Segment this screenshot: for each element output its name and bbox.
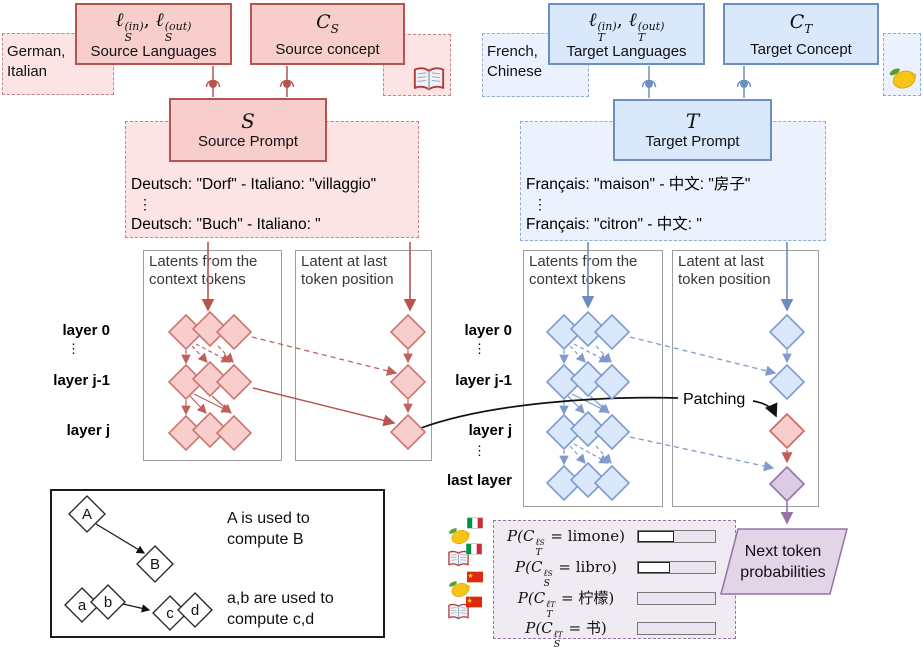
legend-caption-2: a,b are used to compute c,d [227,590,334,628]
source-concept-symbol: CS [316,11,339,36]
source-er-connectors [205,66,295,97]
source-layer-j-label: layer j [66,422,110,439]
legend-letter-c: c [166,605,174,622]
target-prompt-symbol: T [685,109,700,133]
legend-letter-b: b [104,594,112,611]
source-languages-label: Source Languages [90,43,217,60]
lemon-icon [888,66,918,90]
source-layer-dots: ⋮ [67,341,80,356]
legend-letter-d: d [191,602,199,619]
source-languages-note-line1: German, [7,43,66,60]
source-languages-note-line2: Italian [7,63,48,80]
target-languages-label: Target Languages [566,43,687,60]
target-languages-formula: ℓ(in)T, ℓ(out)T [588,9,665,44]
legend-diamond-A [68,495,106,533]
target-prompt-text: Français: "maison" - 中文: "房子" ⋮ Français… [526,174,750,235]
prob-bar-2 [637,561,716,574]
target-prompt-label: Target Prompt [645,133,740,150]
legend-caption-1: A is used to compute B [227,510,310,548]
source-concept-box: CS Source concept [250,3,405,65]
italy-flag-icon [467,517,483,529]
target-er-connectors [641,66,752,98]
target-prompt-box: T Target Prompt [613,99,772,161]
target-lastlayer-label: last layer [446,472,512,489]
target-lasttoken-header: Latent at last token position [678,253,771,288]
prob-bar-2-fill [638,562,670,573]
china-flag-icon [466,596,482,608]
legend-letter-a: a [78,597,87,614]
target-example-dots: ⋮ [533,196,547,212]
patching-label: Patching [683,391,746,408]
source-lasttoken-header: Latent at last token position [301,253,394,288]
source-concept-label: Source concept [275,40,380,58]
target-languages-note-line1: French, [487,43,538,60]
source-example-2: Deutsch: "Buch" - Italiano: " [131,216,321,233]
italy-flag-icon [466,543,482,555]
target-concept-symbol: CT [789,11,813,36]
source-layer-0-label: layer 0 [62,322,110,339]
legend-diamond-b [90,584,126,620]
legend-diamond-B [136,545,174,583]
target-layer-dots-1: ⋮ [473,341,486,356]
target-example-2: Français: "citron" - 中文: " [526,216,702,233]
source-prompt-box: S Source Prompt [169,98,327,162]
source-example-dots: ⋮ [138,196,152,212]
target-layer-j-label: layer j [468,422,512,439]
target-languages-note-line2: Chinese [487,63,543,80]
source-layer-j1-label: layer j-1 [53,372,110,389]
target-context-panel: Latents from the context tokens [523,250,663,507]
legend-letter-B: B [150,556,160,573]
target-lasttoken-panel: Latent at last token position [672,250,819,507]
source-prompt-symbol: S [241,109,255,133]
next-token-probabilities-label: Next token probabilities [740,543,826,581]
prob-bar-1 [637,530,716,543]
legend-letter-A: A [82,506,92,523]
source-context-panel: Latents from the context tokens [143,250,282,461]
target-concept-box: CT Target Concept [723,3,879,65]
prob-bar-4 [637,622,716,635]
target-layer-j1-label: layer j-1 [455,372,512,389]
target-layer-0-label: layer 0 [464,322,512,339]
source-prompt-text: Deutsch: "Dorf" - Italiano: "villaggio" … [131,174,376,235]
source-prompt-label: Source Prompt [197,133,299,150]
book-icon [413,67,445,91]
source-lasttoken-panel: Latent at last token position [295,250,432,461]
source-context-header: Latents from the context tokens [149,253,258,288]
source-languages-formula: ℓ(in)S, ℓ(out)S [115,9,192,44]
source-example-1: Deutsch: "Dorf" - Italiano: "villaggio" [131,176,377,193]
target-layer-dots-2: ⋮ [473,443,486,458]
target-concept-label: Target Concept [750,40,852,58]
target-example-1: Français: "maison" - 中文: "房子" [526,176,751,193]
target-context-header: Latents from the context tokens [529,253,638,288]
prob-bar-1-fill [638,531,675,542]
legend-graphics: A B a b c d [64,495,213,631]
legend-box: A B a b c d A is used to compute B a,b a… [50,489,385,638]
prob-bar-3 [637,592,716,605]
legend-diamond-d [177,592,213,628]
china-flag-icon [467,571,483,583]
target-languages-box: ℓ(in)T, ℓ(out)T Target Languages [548,3,705,65]
source-languages-box: ℓ(in)S, ℓ(out)S Source Languages [75,3,232,65]
